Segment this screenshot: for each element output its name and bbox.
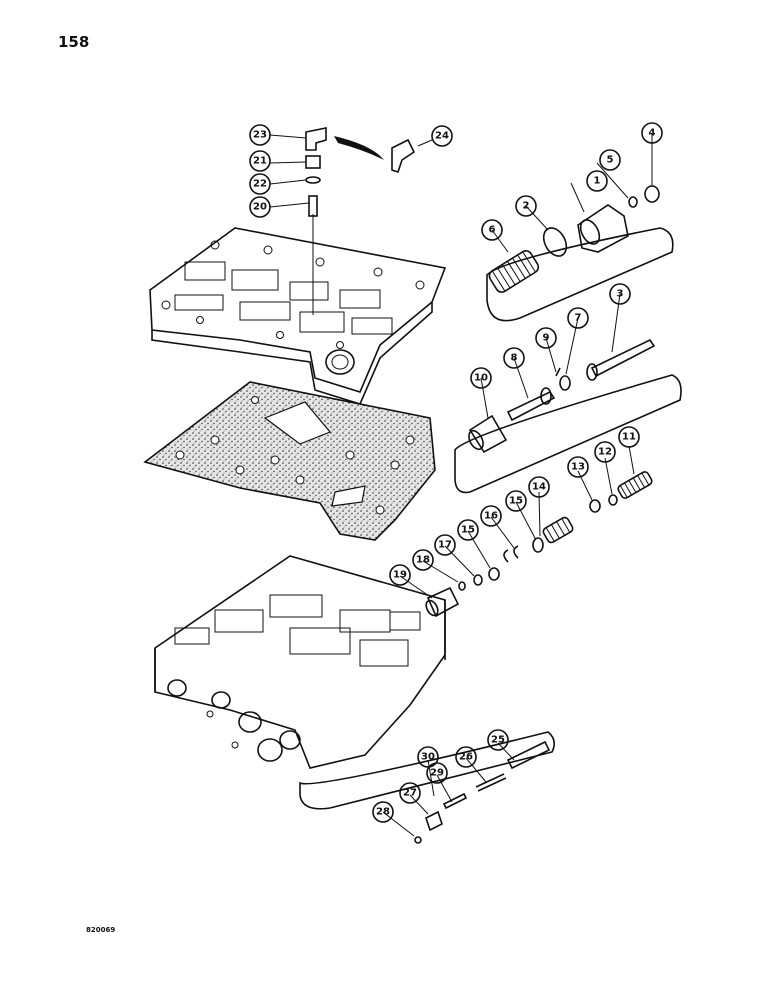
- callout-17: 17: [438, 540, 452, 551]
- callout-12: 12: [598, 447, 612, 458]
- callout-14: 14: [532, 482, 546, 493]
- callout-29: 29: [430, 768, 444, 779]
- callout-2: 2: [523, 201, 530, 212]
- callout-26: 26: [459, 752, 473, 763]
- callout-20: 20: [253, 202, 267, 213]
- callout-27: 27: [403, 788, 417, 799]
- callout-15b: 15: [461, 525, 475, 536]
- callout-21: 21: [253, 156, 267, 167]
- regulator-valve-parts: [425, 471, 653, 618]
- lower-spool-parts: [299, 731, 556, 844]
- lower-valve-body: [154, 555, 446, 769]
- callout-23: 23: [253, 130, 267, 141]
- callout-6: 6: [489, 225, 496, 236]
- callout-13: 13: [571, 462, 585, 473]
- callout-16: 16: [484, 511, 498, 522]
- callout-30: 30: [421, 752, 435, 763]
- callout-22: 22: [253, 179, 267, 190]
- control-valve-assembly: [486, 185, 674, 322]
- callout-8: 8: [511, 353, 518, 364]
- separator-gasket: [143, 381, 436, 541]
- callout-9: 9: [543, 333, 550, 344]
- upper-valve-body: [149, 227, 447, 405]
- callout-28: 28: [376, 807, 390, 818]
- figure-code: 820069: [86, 926, 116, 934]
- spool-assembly: [454, 338, 682, 494]
- callout-5: 5: [607, 155, 614, 166]
- page-number: 158: [58, 33, 90, 51]
- callout-19: 19: [393, 570, 407, 581]
- callout-3: 3: [617, 289, 624, 300]
- callout-10: 10: [474, 373, 488, 384]
- callouts: 1 2 3 4 5 6 7 8 9 10 11 12 13 14 15 15 1…: [249, 122, 663, 823]
- callout-24: 24: [435, 131, 449, 142]
- callout-11: 11: [622, 432, 636, 443]
- callout-15a: 15: [509, 496, 523, 507]
- callout-18: 18: [416, 555, 430, 566]
- callout-7: 7: [575, 313, 582, 324]
- callout-25: 25: [491, 735, 505, 746]
- callout-1: 1: [594, 176, 601, 187]
- top-fittings: [305, 127, 433, 315]
- callout-4: 4: [649, 128, 656, 139]
